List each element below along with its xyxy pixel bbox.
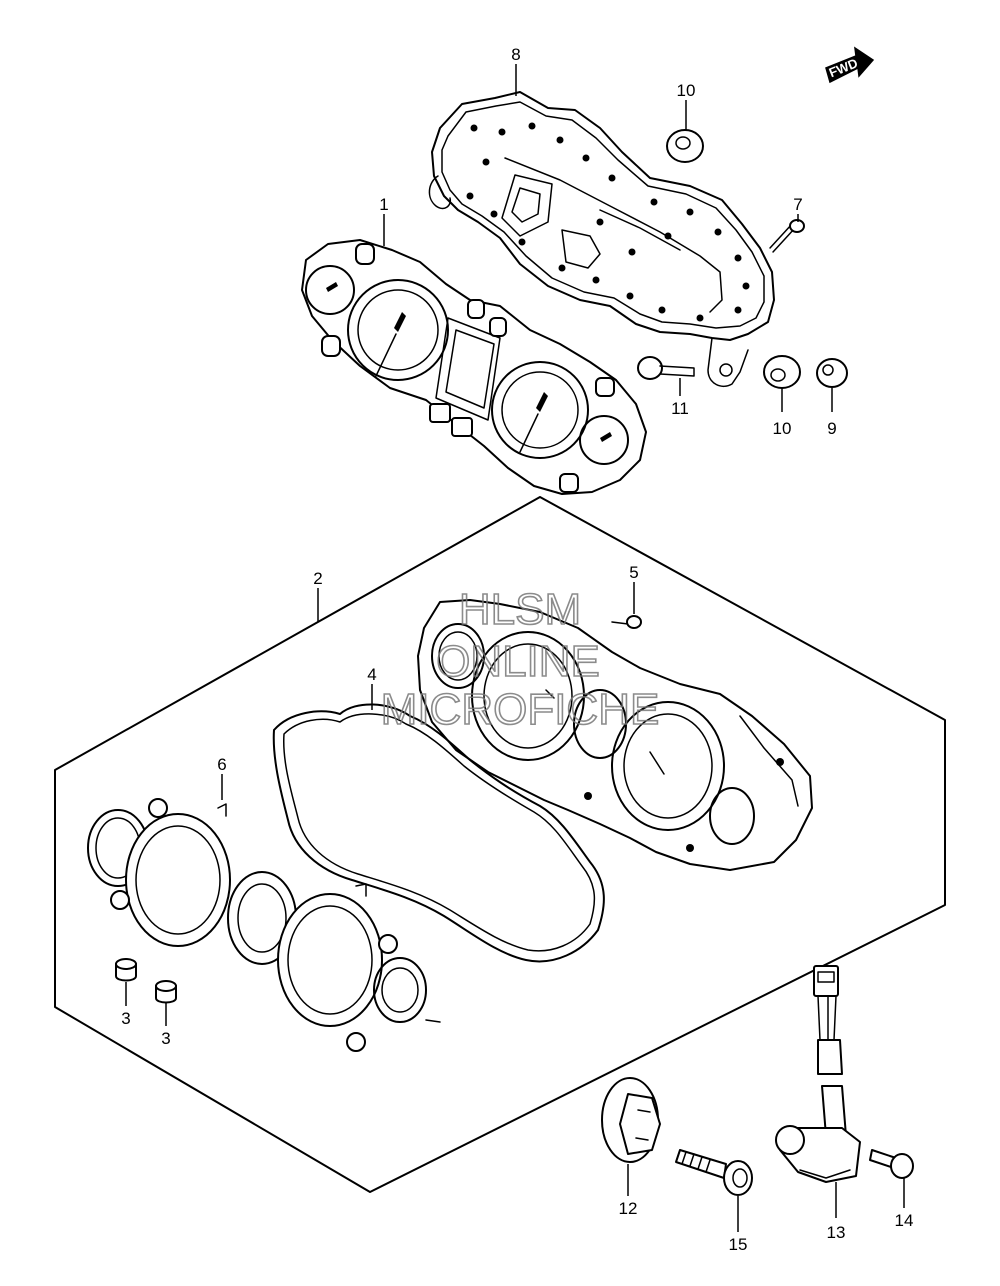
watermark: HLSM ONLINE MICROFICHE <box>380 584 660 735</box>
callout-14: 14 <box>895 1211 914 1230</box>
upper-case-drawing <box>417 599 813 871</box>
callout-9: 9 <box>827 419 836 438</box>
bolt-15-drawing <box>675 1149 753 1196</box>
speed-sensor-drawing <box>775 965 861 1183</box>
bolt-11-drawing <box>637 356 695 380</box>
callout-4: 4 <box>367 665 376 684</box>
watermark-line2: ONLINE <box>436 637 600 686</box>
watermark-line3: MICROFICHE <box>381 685 660 734</box>
callout-7: 7 <box>793 195 802 214</box>
cushion-lower-drawing <box>763 355 801 389</box>
callout-12: 12 <box>619 1199 638 1218</box>
callout-15: 15 <box>729 1235 748 1254</box>
callout-10-lower: 10 <box>773 419 792 438</box>
meter-assembly-drawing <box>301 239 647 495</box>
watermark-line1: HLSM <box>459 585 581 634</box>
cushion-top-drawing <box>666 129 704 163</box>
collar-drawing <box>816 358 848 388</box>
screw-5-drawing <box>611 615 642 629</box>
forward-arrow-icon: FWD <box>825 46 875 84</box>
callout-10-top: 10 <box>677 81 696 100</box>
bolt-14-drawing <box>869 1149 914 1179</box>
callout-11: 11 <box>671 399 689 418</box>
callout-1: 1 <box>379 195 388 214</box>
callout-3-right: 3 <box>161 1029 170 1048</box>
leader-lines <box>125 64 905 1232</box>
bulb-right-drawing <box>155 980 177 1004</box>
meter-case-set-outline <box>54 496 946 1193</box>
dial-panel-drawing <box>87 798 441 1052</box>
fwd-label: FWD <box>827 55 860 80</box>
callout-numbers: 8 10 7 1 11 10 9 2 5 4 6 3 3 13 12 15 14 <box>121 45 913 1254</box>
lower-case-drawing <box>428 91 775 388</box>
gasket-drawing <box>272 703 605 963</box>
callout-8: 8 <box>511 45 520 64</box>
screw-7-drawing <box>769 219 805 253</box>
callout-2: 2 <box>313 569 322 588</box>
retainer-drawing <box>601 1077 661 1163</box>
callout-5: 5 <box>629 563 638 582</box>
callout-3-left: 3 <box>121 1009 130 1028</box>
bulb-left-drawing <box>115 958 137 982</box>
callout-6: 6 <box>217 755 226 774</box>
callout-13: 13 <box>827 1223 846 1242</box>
